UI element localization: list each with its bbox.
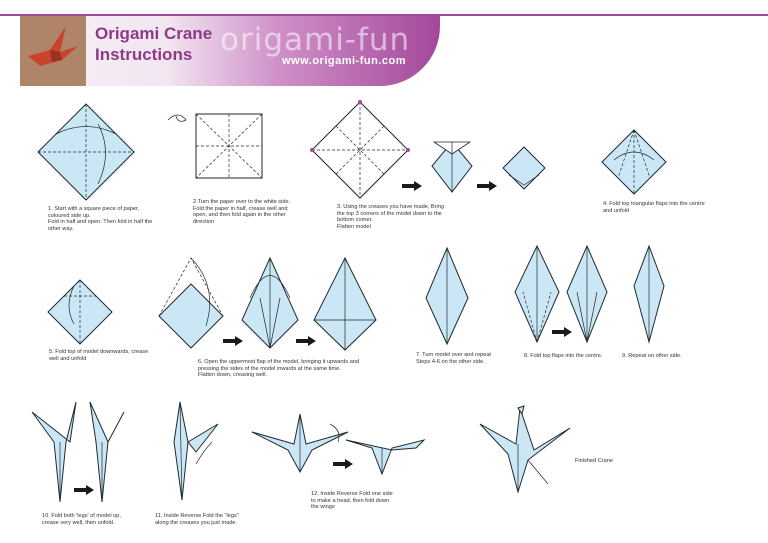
step9-caption: 9. Repeat on other side. xyxy=(622,353,682,359)
step8-diagram-a xyxy=(514,244,560,344)
step3-diagram xyxy=(310,100,410,199)
step7-caption: 7. Turn model over and repeat Steps 4-6 … xyxy=(416,352,491,365)
step6-diagram-b xyxy=(241,256,299,349)
step2-caption: 2.Turn the paper over to the white side.… xyxy=(193,199,291,225)
step8-caption: 8. Fold top flaps into the centre. xyxy=(524,353,603,359)
step5-caption: 5. Fold top of model downwards, crease w… xyxy=(49,349,149,362)
step1-caption: 1. Start with a square piece of paper, c… xyxy=(48,206,153,232)
step-arrow-icon xyxy=(402,181,422,191)
step11-diagram xyxy=(173,401,219,501)
step8-diagram-b xyxy=(566,244,608,344)
step-arrow-icon xyxy=(477,181,497,191)
page-subtitle: Instructions xyxy=(95,45,193,64)
step12-diagram-a xyxy=(251,413,349,474)
step11-caption: 11. Inside Reverse Fold the "legs" along… xyxy=(155,513,239,526)
site-url: www.origami-fun.com xyxy=(282,55,406,67)
step3-caption: 3. Using the creases you have made, Brin… xyxy=(337,204,444,230)
step-arrow-icon xyxy=(333,459,353,469)
turn-over-icon xyxy=(167,114,187,122)
crane-photo xyxy=(20,16,86,86)
step4-diagram xyxy=(601,129,667,195)
step2-diagram xyxy=(167,113,263,179)
header-banner xyxy=(20,16,440,86)
step-arrow-icon xyxy=(74,485,94,495)
step3-base xyxy=(502,146,546,190)
step9-diagram xyxy=(633,244,665,344)
brand-logo: origami-fun xyxy=(220,22,411,58)
finished-caption: Finished Crane xyxy=(575,458,613,464)
step6-diagram-a xyxy=(158,257,224,349)
header-rule xyxy=(0,14,768,16)
step10-diagram xyxy=(31,401,125,503)
step10-caption: 10. Fold both 'legs' of model up, crease… xyxy=(42,513,121,526)
step6-caption: 6. Open the uppermost flap of the model,… xyxy=(198,359,360,379)
step5-diagram xyxy=(47,279,113,345)
step4-caption: 4. Fold top triangular flaps into the ce… xyxy=(603,201,705,214)
step7-diagram xyxy=(425,246,469,346)
step-arrow-icon xyxy=(296,336,316,346)
page-title: Origami Crane xyxy=(95,24,213,43)
step1-diagram xyxy=(37,103,135,201)
step-arrow-icon xyxy=(552,327,572,337)
step3-collapse xyxy=(431,141,473,193)
step12-diagram-b xyxy=(345,439,426,476)
step-arrow-icon xyxy=(223,336,243,346)
step6-diagram-c xyxy=(313,256,377,351)
finished-crane-diagram xyxy=(479,405,571,494)
step12-caption: 12. Inside Reverse Fold one side to make… xyxy=(311,491,393,511)
